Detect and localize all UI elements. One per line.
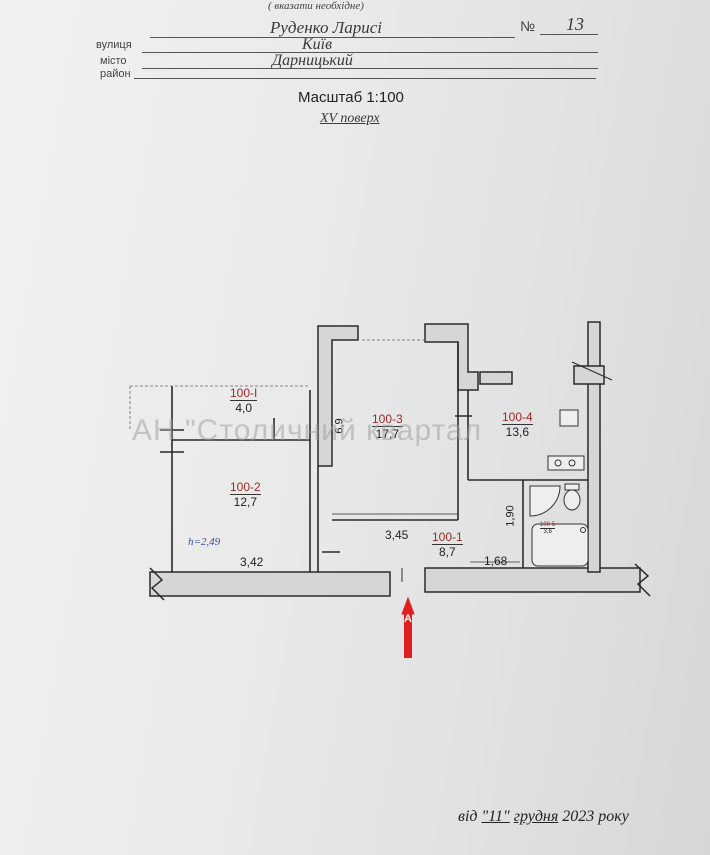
street-underline xyxy=(142,52,598,53)
room-label-100-3: 100-3 17,7 xyxy=(372,412,403,441)
room-label-100-5: 100-5 3,6 xyxy=(540,522,556,535)
height-dimension: h=2,49 xyxy=(188,536,221,548)
floor-label: XV поверх xyxy=(320,111,380,126)
room-id: 100-I xyxy=(230,386,258,401)
width-right-dimension: 1,68 xyxy=(484,554,508,568)
shower-icon xyxy=(529,485,561,517)
room-id: 100-4 xyxy=(502,410,533,425)
room-id: 100-2 xyxy=(230,480,261,495)
sink-icon xyxy=(559,409,579,427)
dashed-outline xyxy=(129,339,425,430)
header-note: ( вказати необхідне) xyxy=(268,0,364,12)
bathtub-icon xyxy=(531,523,589,567)
room-label-100-2: 100-2 12,7 xyxy=(230,480,261,509)
room-area: 12,7 xyxy=(233,495,258,509)
room-label-100-1: 100-1 8,7 xyxy=(432,530,463,559)
owner-name: Руденко Ларисі xyxy=(270,18,383,37)
date-year: 2023 xyxy=(562,808,595,825)
number-value: 13 xyxy=(566,14,584,34)
city-value: Київ xyxy=(302,36,333,53)
bath-length-dimension: 1,90 xyxy=(504,505,517,527)
room-id: 100-3 xyxy=(372,412,403,427)
district-label: район xyxy=(100,68,131,80)
room-label-100-4: 100-4 13,6 xyxy=(502,410,533,439)
dimension-lines xyxy=(470,486,524,563)
owner-underline xyxy=(150,37,515,38)
number-label: № xyxy=(520,18,536,34)
date-day: "11" xyxy=(481,808,510,825)
width-left-dimension: 3,42 xyxy=(240,555,264,569)
district-underline xyxy=(134,78,596,79)
width-mid-dimension: 3,45 xyxy=(385,528,409,542)
room-area: 13,6 xyxy=(505,425,530,439)
entrance-marker: A xyxy=(404,613,412,625)
street-label: вулиця xyxy=(96,39,132,51)
date-prefix: від xyxy=(458,808,478,825)
date-line: від "11" грудня 2023 року xyxy=(458,808,629,826)
room-label-100-I: 100-I 4,0 xyxy=(230,386,258,415)
scale-label: Масштаб 1:100 xyxy=(298,89,404,106)
number-underline xyxy=(540,34,598,35)
city-underline xyxy=(142,68,598,69)
room-area: 4,0 xyxy=(235,401,253,415)
entrance-arrow xyxy=(401,596,415,658)
room-id: 100-1 xyxy=(432,530,463,545)
stove-icon xyxy=(547,455,585,471)
date-suffix: року xyxy=(598,808,629,825)
date-month: грудня xyxy=(513,808,559,825)
sanitary-fixtures xyxy=(529,409,589,567)
district-value: Дарницький xyxy=(272,52,353,69)
room-area: 17,7 xyxy=(375,427,400,441)
room-area: 3,6 xyxy=(543,529,552,535)
toilet-icon xyxy=(563,489,581,511)
room-id: 100-5 xyxy=(540,522,556,529)
walls xyxy=(149,321,651,601)
watermark: АН "Столичний квартал xyxy=(132,414,483,447)
city-label: місто xyxy=(100,55,127,67)
room-area: 8,7 xyxy=(439,545,456,559)
